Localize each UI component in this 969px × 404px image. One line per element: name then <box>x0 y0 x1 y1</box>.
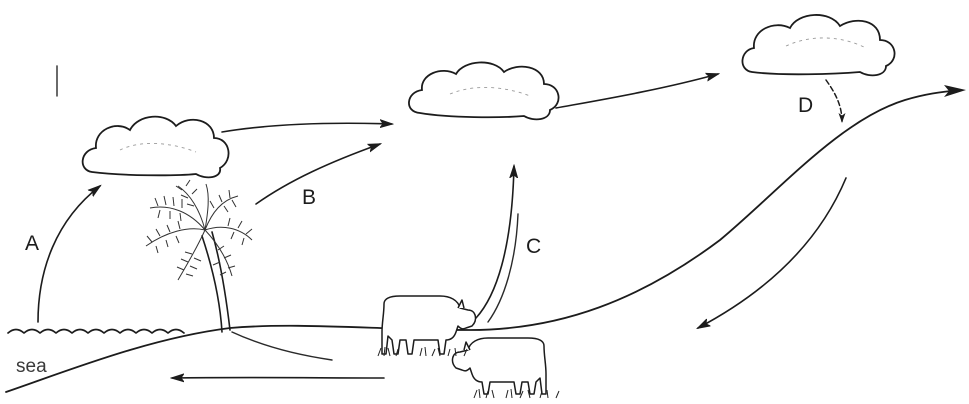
ridge-line <box>232 332 332 360</box>
arrow-b-icon <box>256 144 380 204</box>
cloud-icon <box>742 15 894 75</box>
arrow-d-icon <box>826 80 842 122</box>
arrow-a-icon <box>38 186 100 322</box>
cloud-icon <box>409 62 559 119</box>
cloud-left <box>83 117 229 178</box>
cloud-middle <box>409 62 559 119</box>
arrow-cloud-left-to-middle-icon <box>222 123 392 132</box>
label-a: A <box>25 232 39 255</box>
sea-label: sea <box>16 356 47 377</box>
cloud-icon <box>83 117 229 178</box>
palm-trunk <box>202 236 222 332</box>
sea: sea <box>8 330 184 378</box>
wave-icon <box>8 330 184 334</box>
palm-tree-icon <box>146 180 252 332</box>
label-b: B <box>302 186 316 209</box>
arrow-cloud-middle-to-right-icon <box>556 74 718 108</box>
arrow-c-secondary-line <box>488 214 518 322</box>
cow-icon <box>453 338 546 394</box>
label-d: D <box>798 94 813 117</box>
cow-icon <box>382 296 475 354</box>
cloud-right <box>742 15 894 75</box>
label-c: C <box>526 235 541 258</box>
arrow-c-icon <box>476 166 514 318</box>
palm-fronds <box>146 180 252 280</box>
arrow-runoff-icon <box>698 178 846 328</box>
